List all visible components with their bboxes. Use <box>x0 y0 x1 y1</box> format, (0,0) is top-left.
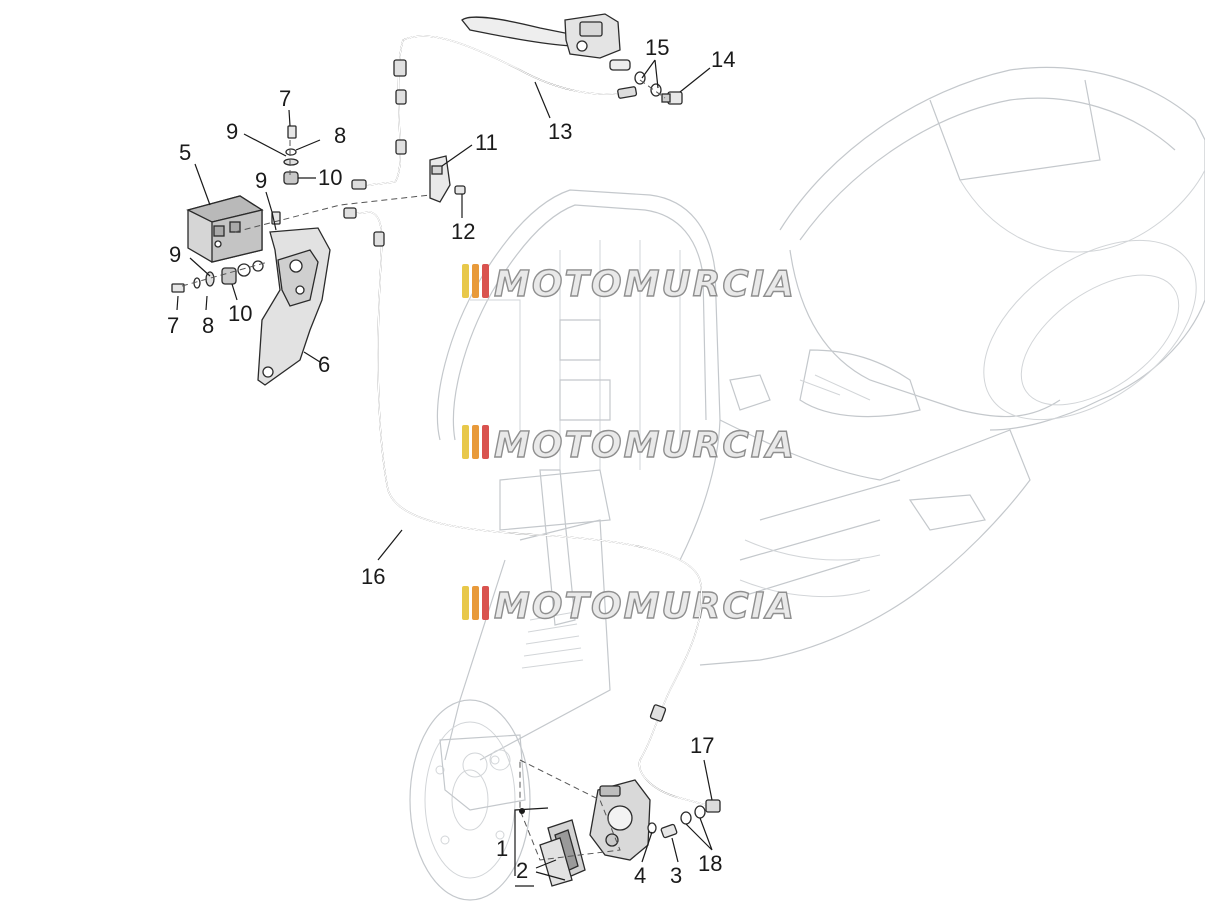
callout-labels: 1 2 3 4 5 6 7 7 8 8 9 9 9 10 10 11 12 13… <box>167 35 735 888</box>
part-18-sealing-washers <box>647 805 706 834</box>
callout-5: 5 <box>179 140 191 165</box>
part-13-brake-lever-assembly <box>351 13 638 190</box>
callout-10-bottom: 10 <box>228 301 252 326</box>
callout-8-bottom: 8 <box>202 313 214 338</box>
part-6-mounting-bracket <box>257 227 331 386</box>
callout-9-lower: 9 <box>169 242 181 267</box>
callout-2: 2 <box>516 858 528 883</box>
part-14-bolt <box>661 91 683 105</box>
watermark-text: MOTOMURCIA <box>494 425 796 466</box>
part-11-clamp-bracket <box>429 155 451 203</box>
callout-1: 1 <box>496 836 508 861</box>
callout-3: 3 <box>670 863 682 888</box>
watermark-stripe <box>482 586 489 620</box>
watermark-text: MOTOMURCIA <box>494 586 796 627</box>
callout-4: 4 <box>634 863 646 888</box>
part-3-caliper-bolt <box>660 823 678 839</box>
part-16-brake-hose <box>343 207 711 807</box>
watermark-stripe <box>462 425 469 459</box>
callout-10-top: 10 <box>318 165 342 190</box>
callout-18: 18 <box>698 851 722 876</box>
watermark-stripe <box>472 264 479 298</box>
callout-8-top: 8 <box>334 123 346 148</box>
watermark-logo-top: MOTOMURCIA <box>462 263 796 306</box>
callout-16: 16 <box>361 564 385 589</box>
callout-9-middle: 9 <box>255 168 267 193</box>
callout-9-top: 9 <box>226 119 238 144</box>
watermark-logo-bottom: MOTOMURCIA <box>462 585 796 628</box>
part-5-abs-control-unit <box>186 195 264 263</box>
callout-dot <box>519 808 525 814</box>
watermark-stripe <box>462 264 469 298</box>
part-7-8-9-10-mount-hardware <box>171 125 299 293</box>
callout-leaders <box>176 59 713 887</box>
scooter-body-outline <box>409 66 1205 901</box>
callout-11: 11 <box>475 130 498 155</box>
part-4-brake-caliper <box>589 779 651 861</box>
part-2-brake-pads <box>539 819 586 887</box>
callout-7-top: 7 <box>279 86 291 111</box>
callout-12: 12 <box>451 219 475 244</box>
watermark-text: MOTOMURCIA <box>494 264 796 305</box>
watermark: MOTOMURCIA MOTOMURCIA MOTOMURCIA <box>462 263 796 628</box>
part-17-banjo-bolt <box>705 799 721 813</box>
callout-14: 14 <box>711 47 735 72</box>
watermark-stripe <box>462 586 469 620</box>
callout-15: 15 <box>645 35 669 60</box>
watermark-stripe <box>472 586 479 620</box>
callout-6: 6 <box>318 352 330 377</box>
watermark-stripe <box>482 425 489 459</box>
part-12-screw <box>454 185 466 195</box>
callout-7-bottom: 7 <box>167 313 179 338</box>
watermark-logo-middle: MOTOMURCIA <box>462 424 796 467</box>
callout-13: 13 <box>548 119 572 144</box>
watermark-stripe <box>482 264 489 298</box>
watermark-stripe <box>472 425 479 459</box>
callout-17: 17 <box>690 733 714 758</box>
assembly-guide-lines <box>181 79 666 861</box>
